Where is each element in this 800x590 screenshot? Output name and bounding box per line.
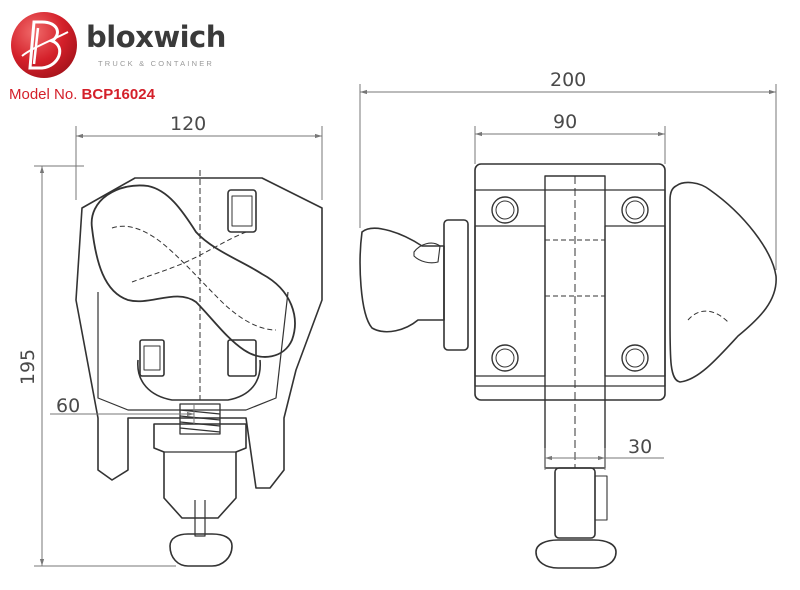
dim-side-total-width: 200 [550,69,587,91]
side-plate-left [474,225,546,377]
front-housing [75,177,323,489]
front-spring [179,403,221,435]
front-bolt-lower-left [139,339,165,377]
side-plate-right [604,225,666,377]
brand-tagline: TRUCK & CONTAINER [98,59,215,68]
front-pull-knob [169,533,233,567]
dim-side-body-width: 90 [553,111,578,133]
front-view [75,170,323,567]
bloxwich-logo-icon [11,12,77,78]
front-plunger [153,423,247,519]
dim-front-height: 195 [17,348,40,386]
dimension-lines [34,84,777,567]
side-main-body [474,163,666,401]
side-wing-handle [359,227,445,333]
model-number: Model No. BCP16024 [9,86,155,103]
dim-front-width: 120 [170,113,207,135]
dim-side-stem-width: 30 [628,436,653,458]
side-right-knob [669,181,777,383]
side-view [359,163,777,569]
side-pull-knob [535,539,617,569]
side-left-flange [443,219,469,351]
front-wing-handle [90,184,296,358]
front-cavity [97,291,289,411]
dim-front-pin-offset: 60 [56,395,81,417]
front-bolt-lower-right [227,339,257,377]
side-bolts [491,196,649,372]
brand-name: bloxwich [86,20,226,54]
front-knob-body [137,359,261,401]
front-bolt-top [227,189,257,233]
model-number-value: BCP16024 [81,86,155,103]
brand-logo: bloxwich TRUCK & CONTAINER [8,8,248,86]
side-plunger [554,467,596,539]
model-label: Model No. [9,86,78,103]
